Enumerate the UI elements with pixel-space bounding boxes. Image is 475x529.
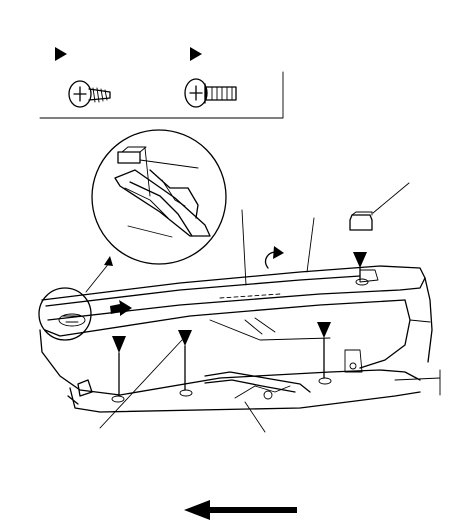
pull-direction-arrow [110, 300, 132, 316]
fastener-marker [178, 330, 192, 391]
legend-frame [39, 71, 284, 119]
detail-circle [91, 129, 227, 265]
mounting-boss [111, 395, 125, 403]
flange-bolt-icon [184, 78, 237, 108]
tapping-screw-icon [68, 80, 111, 108]
leader-line [139, 159, 199, 169]
mounting-boss [318, 377, 332, 385]
leader-line [244, 401, 266, 433]
front-direction-arrow [184, 500, 297, 520]
trim-panel [39, 265, 441, 413]
fastener-marker [353, 252, 367, 281]
leader-line [372, 182, 410, 214]
fastener-legend [39, 47, 284, 119]
leader-line [99, 339, 183, 429]
leader-line [241, 209, 247, 286]
leader-line [306, 217, 315, 273]
detail-view [91, 129, 227, 265]
bolt-marker-triangle [190, 47, 202, 61]
mounting-boss [355, 278, 369, 286]
fastener-marker [317, 322, 331, 379]
rotate-direction-arrow [264, 246, 284, 269]
clip-location-circle [38, 287, 92, 341]
fastener-marker [112, 336, 126, 397]
mounting-boss [179, 389, 193, 397]
leader-line [127, 225, 173, 238]
spare-clip [349, 182, 410, 231]
clip-detail [117, 151, 141, 164]
screw-marker-triangle [55, 47, 67, 61]
detail-pointer-arrow [85, 256, 113, 293]
